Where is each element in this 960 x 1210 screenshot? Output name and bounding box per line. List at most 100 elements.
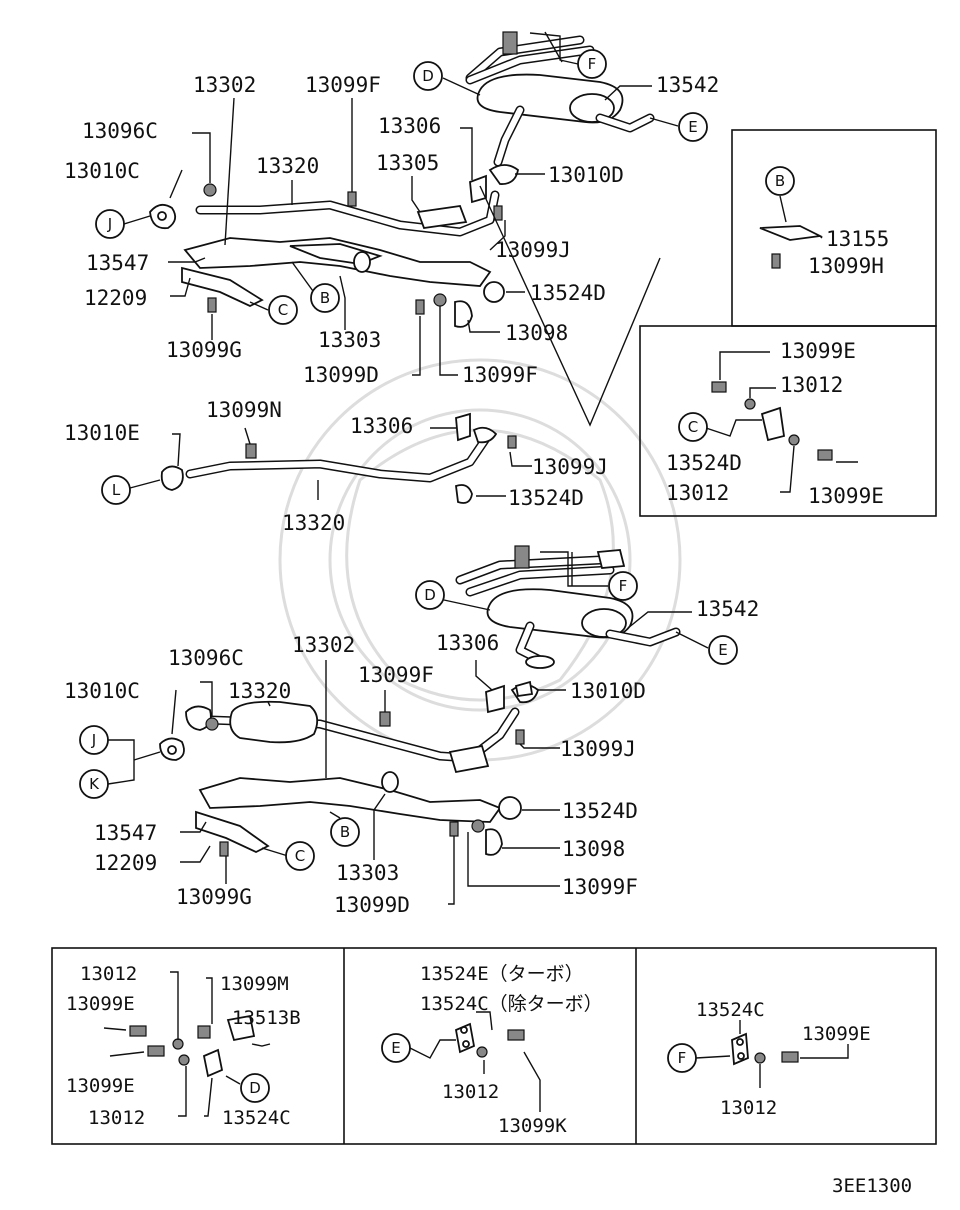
callout-E-bm: E: [381, 1033, 411, 1063]
label-13010D-low: 13010D: [570, 679, 646, 703]
diagram-code: 3EE1300: [832, 1175, 912, 1197]
svg-text:J: J: [107, 215, 112, 233]
label-13099E-bl: 13099E: [66, 993, 135, 1015]
label-13513B: 13513B: [232, 1007, 301, 1029]
svg-text:F: F: [619, 577, 628, 595]
label-13010C: 13010C: [64, 159, 140, 183]
label-13096C: 13096C: [82, 119, 158, 143]
svg-text:E: E: [391, 1039, 400, 1057]
label-13306-mid: 13306: [350, 414, 413, 438]
label-13305: 13305: [376, 151, 439, 175]
callout-C-inset: C: [678, 412, 708, 442]
upper-assembly: [149, 31, 655, 328]
label-13099M: 13099M: [220, 973, 289, 995]
label-13320-low: 13320: [228, 679, 291, 703]
svg-text:K: K: [89, 775, 100, 793]
label-12209: 12209: [84, 286, 147, 310]
label-13303-low: 13303: [336, 861, 399, 885]
callout-E: E: [678, 112, 708, 142]
svg-text:C: C: [295, 847, 305, 865]
callout-B-inset: B: [765, 166, 795, 196]
svg-text:J: J: [91, 731, 96, 749]
label-13099F-low-2: 13099F: [562, 875, 638, 899]
callout-K-low: K: [79, 769, 109, 799]
label-13306-low: 13306: [436, 631, 499, 655]
label-13099D-low: 13099D: [334, 893, 410, 917]
label-13320: 13320: [256, 154, 319, 178]
label-12209-low: 12209: [94, 851, 157, 875]
label-13010D: 13010D: [548, 163, 624, 187]
label-13012-b: 13012: [666, 481, 729, 505]
upper-callouts: F D E J C B: [95, 49, 708, 325]
label-13010C-low: 13010C: [64, 679, 140, 703]
label-13302: 13302: [193, 73, 256, 97]
callout-J: J: [95, 209, 125, 239]
svg-text:B: B: [320, 289, 330, 307]
label-13099G-low: 13099G: [176, 885, 252, 909]
bottom-panels: 13012 13099E 13099M 13513B 13099E 13012 …: [51, 947, 937, 1145]
label-13524D-inset: 13524D: [666, 451, 742, 475]
label-13547: 13547: [86, 251, 149, 275]
lower-callouts: F D E J K B C: [79, 571, 738, 871]
label-13096C-low: 13096C: [168, 646, 244, 670]
svg-text:C: C: [688, 418, 698, 436]
lower-labels: 13302 13096C 13010C 13320 13099F 13306 1…: [64, 597, 759, 917]
callout-L: L: [101, 475, 131, 505]
svg-text:F: F: [588, 55, 597, 73]
svg-text:C: C: [278, 301, 288, 319]
callout-F-br: F: [667, 1043, 697, 1073]
label-13302-low: 13302: [292, 633, 355, 657]
label-13099J: 13099J: [495, 238, 571, 262]
label-13320-mid: 13320: [282, 511, 345, 535]
label-13524D-low: 13524D: [562, 799, 638, 823]
middle-assembly: 13010E 13099N 13306 13099J 13524D 13320 …: [64, 398, 608, 535]
label-13099F: 13099F: [305, 73, 381, 97]
label-13099H: 13099H: [808, 254, 884, 278]
label-13012-bl: 13012: [80, 963, 137, 985]
callout-C-low: C: [285, 841, 315, 871]
label-13012-bm: 13012: [442, 1081, 499, 1103]
label-13524D: 13524D: [530, 281, 606, 305]
callout-F: F: [577, 49, 607, 79]
label-13542: 13542: [656, 73, 719, 97]
label-13010E: 13010E: [64, 421, 140, 445]
svg-text:D: D: [424, 586, 436, 604]
upper-labels: 13302 13099F 13096C 13010C 13320 13547 1…: [64, 73, 719, 387]
label-13524C-non-turbo: 13524C（除ターボ）: [420, 993, 603, 1015]
callout-B-low: B: [330, 817, 360, 847]
label-13099E-b: 13099E: [808, 484, 884, 508]
inset-right-bottom: 13099E 13012 13524D 13012 13099E C: [639, 325, 937, 517]
label-13306: 13306: [378, 114, 441, 138]
label-13524E-turbo: 13524E（ターボ）: [420, 963, 584, 985]
svg-text:B: B: [340, 823, 350, 841]
label-13303: 13303: [318, 328, 381, 352]
callout-J-low: J: [79, 725, 109, 755]
label-13099J-mid: 13099J: [532, 455, 608, 479]
label-13547-low: 13547: [94, 821, 157, 845]
svg-text:F: F: [678, 1049, 687, 1067]
label-13524D-mid: 13524D: [508, 486, 584, 510]
callout-D-low: D: [415, 580, 445, 610]
svg-text:L: L: [112, 481, 121, 499]
label-13099D: 13099D: [303, 363, 379, 387]
label-13099E-bl-2: 13099E: [66, 1075, 135, 1097]
label-13099F-low: 13099F: [358, 663, 434, 687]
callout-B: B: [310, 283, 340, 313]
label-13098: 13098: [505, 321, 568, 345]
label-13099E-br: 13099E: [802, 1023, 871, 1045]
label-13099G: 13099G: [166, 338, 242, 362]
label-13012-br: 13012: [720, 1097, 777, 1119]
label-13099J-low: 13099J: [560, 737, 636, 761]
label-13542-low: 13542: [696, 597, 759, 621]
callout-D-bl: D: [240, 1073, 270, 1103]
svg-text:E: E: [718, 641, 727, 659]
upper-leaders: [123, 31, 679, 427]
label-13098-low: 13098: [562, 837, 625, 861]
label-13099N: 13099N: [206, 398, 282, 422]
svg-text:D: D: [422, 67, 434, 85]
lower-leaders: [107, 551, 709, 905]
callout-D: D: [413, 61, 443, 91]
lower-assembly: [159, 545, 681, 857]
callout-C: C: [268, 295, 298, 325]
